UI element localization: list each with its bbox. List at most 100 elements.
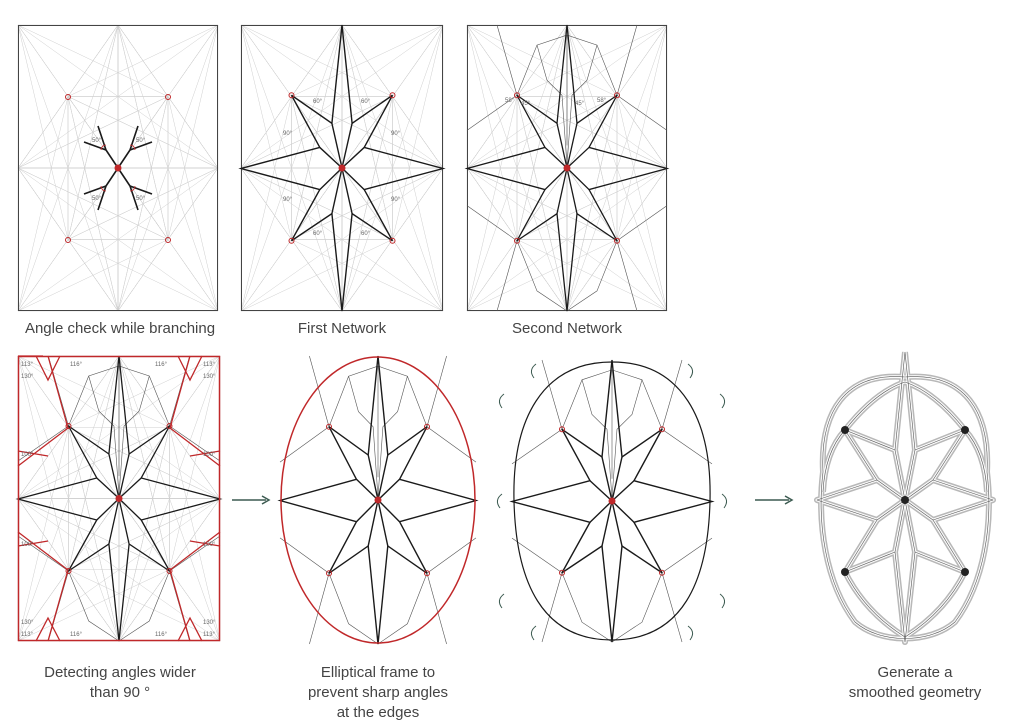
construction-line <box>341 167 393 240</box>
secondary-edge <box>661 572 683 643</box>
smoothed-geometry <box>816 351 994 643</box>
network-edge <box>331 167 343 214</box>
secondary-edge <box>566 44 598 166</box>
construction-line <box>240 167 292 240</box>
network-edge <box>108 498 120 545</box>
wide-angle-edge <box>17 540 49 547</box>
construction-line <box>68 427 120 499</box>
secondary-edge <box>511 429 563 465</box>
angle-label: 113° <box>203 362 216 368</box>
smoothed-edge <box>876 499 906 521</box>
secondary-edge <box>611 572 663 643</box>
smoothed-edge <box>904 499 934 521</box>
network-edge <box>367 499 379 547</box>
node-point <box>166 568 173 574</box>
panel-angle-check: 50°50°50°50° <box>17 24 219 312</box>
star-network <box>238 24 446 312</box>
construction-line <box>169 427 221 499</box>
caption-detecting-angles: Detecting angles wider than 90 ° <box>0 663 240 703</box>
network-edge <box>611 500 635 523</box>
caption-line: Detecting angles wider <box>44 664 196 681</box>
node-point <box>65 237 71 243</box>
smoothed-edge <box>904 479 934 501</box>
construction-line <box>466 96 518 169</box>
construction-line <box>516 239 568 312</box>
panel-first-network: 60°60°90°90°90°90°60°60° <box>238 24 446 312</box>
smoothed-node <box>901 496 909 504</box>
construction-line <box>392 96 444 169</box>
network-edge <box>355 499 379 523</box>
wide-angle-edge <box>169 355 191 429</box>
arrow-right-icon <box>755 495 794 505</box>
node-point <box>65 568 72 574</box>
network-edge <box>118 498 142 521</box>
node-point <box>115 495 123 502</box>
frame <box>17 355 221 642</box>
node-point <box>165 94 171 100</box>
caption-line: than 90 ° <box>89 684 151 701</box>
angle-label: 58° <box>597 98 607 104</box>
network-edge <box>96 477 120 499</box>
network-edge <box>566 167 590 191</box>
wide-angle-edge <box>169 427 221 467</box>
secondary-edge <box>561 572 613 643</box>
secondary-edge <box>279 537 330 574</box>
secondary-edge <box>309 355 330 427</box>
caption-line: smoothed geometry <box>848 684 982 701</box>
network-edge <box>601 456 613 502</box>
node-point <box>389 237 396 244</box>
node-point <box>559 569 565 576</box>
smoothed-edge <box>894 449 906 501</box>
network-edge <box>96 498 120 521</box>
smoothed-branch <box>844 571 906 638</box>
angle-label: 113° <box>21 632 34 638</box>
network-edge <box>377 454 389 501</box>
node-point <box>114 164 122 172</box>
network-edge <box>108 453 120 499</box>
angle-label: 50° <box>92 196 102 202</box>
node-point <box>166 423 173 429</box>
construction-line <box>566 167 618 240</box>
smoothed-node <box>841 426 849 434</box>
secondary-edge <box>496 24 518 96</box>
angle-label: 100° <box>21 452 34 458</box>
frame <box>18 25 218 311</box>
curved-arrow-icon <box>721 493 728 509</box>
network-edge <box>377 478 401 501</box>
network-edge <box>331 123 343 169</box>
construction-line <box>167 96 219 169</box>
smoothed-node <box>841 568 849 576</box>
construction-line <box>516 96 568 169</box>
construction-line <box>169 498 221 570</box>
angle-label: 90° <box>283 197 293 203</box>
angle-label: 113° <box>21 362 34 368</box>
construction-line <box>118 498 170 570</box>
construction-line <box>516 167 568 240</box>
network-edge <box>611 500 623 547</box>
smoothed-star <box>816 351 994 643</box>
angle-arc <box>129 144 136 151</box>
network-edge <box>367 454 379 501</box>
smoothed-edge <box>876 479 906 501</box>
network-edge <box>544 146 568 169</box>
branch <box>97 167 119 211</box>
curved-arrow-icon <box>530 363 537 379</box>
elliptical-frame <box>280 356 476 644</box>
angle-label: 45° <box>575 101 585 107</box>
secondary-edge <box>616 205 668 241</box>
secondary-edge <box>566 240 618 312</box>
angle-label: 60° <box>361 231 371 237</box>
panel-elliptical-frame <box>277 355 479 645</box>
star-network <box>277 355 479 645</box>
construction-line <box>67 239 119 312</box>
secondary-edge <box>309 573 330 645</box>
network-edge <box>556 167 568 214</box>
secondary-edge <box>426 573 447 645</box>
secondary-edge <box>661 429 713 465</box>
secondary-edge <box>661 359 683 430</box>
secondary-edge <box>516 240 568 312</box>
construction-line <box>118 355 170 428</box>
secondary-edge <box>348 376 379 498</box>
construction-line <box>67 24 119 97</box>
